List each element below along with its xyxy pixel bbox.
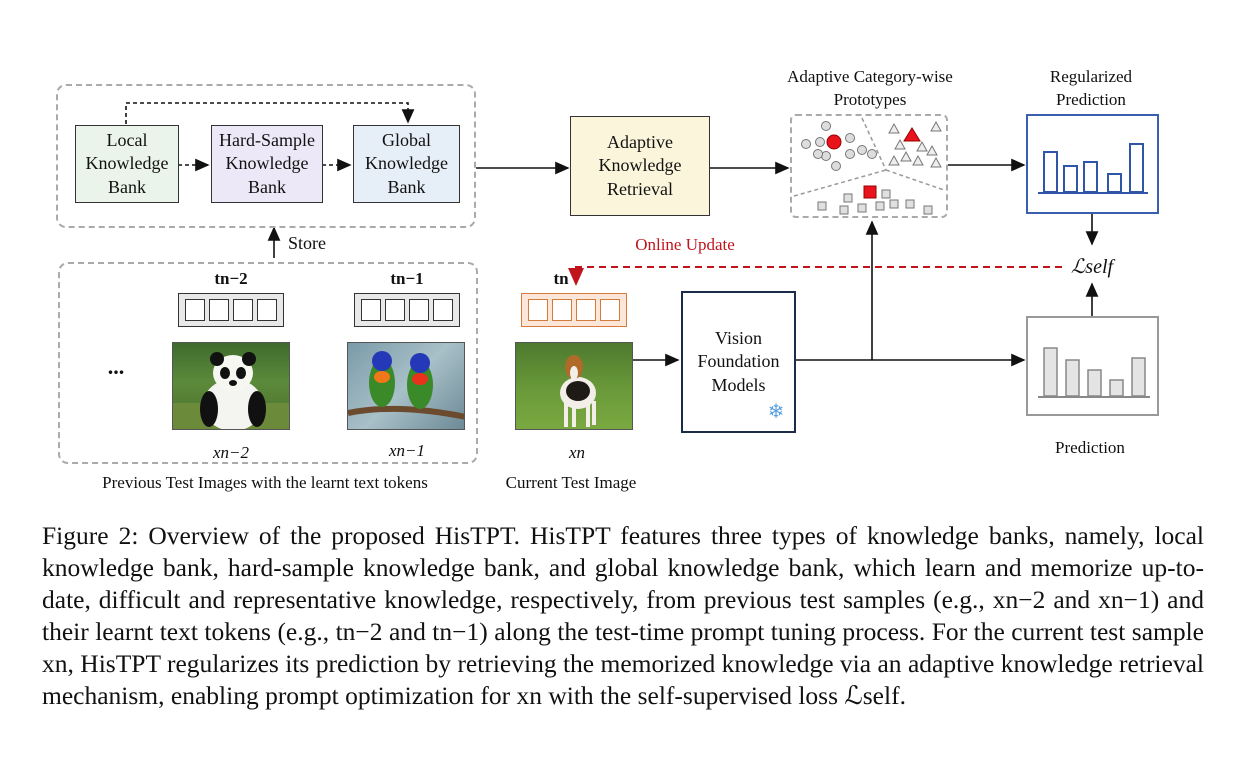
prediction-label: Prediction	[1055, 438, 1125, 457]
hard-sample-knowledge-bank-label: Hard-Sample Knowledge Bank	[219, 129, 315, 197]
knowledge-banks-region	[56, 84, 476, 228]
dog-image	[515, 342, 633, 430]
local-knowledge-bank: Local Knowledge Bank	[75, 125, 179, 203]
token-row-n-1	[354, 293, 460, 327]
global-knowledge-bank-label: Global Knowledge Bank	[365, 129, 448, 197]
prediction-chart	[1026, 316, 1159, 416]
prototypes-title: Adaptive Category-wise Prototypes	[787, 67, 953, 109]
token-row-n-2	[178, 293, 284, 327]
circle-prototype	[826, 134, 842, 150]
token-label-n-2: tn−2	[214, 269, 248, 288]
panda-image	[172, 342, 290, 430]
token-label-n: tn	[553, 269, 569, 288]
parrots-image	[347, 342, 465, 430]
regularized-title: Regularized Prediction	[1049, 67, 1133, 109]
vfm-label: Vision Foundation Models	[697, 327, 780, 395]
regularized-bars	[1038, 143, 1148, 194]
connector-layer	[125, 102, 1099, 367]
previous-images-region	[58, 262, 478, 464]
current-image-caption: Current Test Image	[505, 473, 637, 492]
snowflake-icon: ❄	[767, 399, 785, 423]
local-to-global-loop	[125, 102, 415, 124]
square-prototype	[863, 185, 877, 199]
store-label: Store	[288, 233, 326, 253]
online-update-line	[568, 266, 1062, 286]
image-label-n-2: xn−2	[212, 443, 250, 462]
triangle-prototype	[903, 127, 921, 142]
regularized-prediction-chart	[1026, 114, 1159, 214]
prediction-bars	[1038, 347, 1150, 398]
image-label-n: xn	[568, 443, 586, 462]
ellipsis: ...	[107, 354, 125, 379]
adaptive-knowledge-retrieval: Adaptive Knowledge Retrieval	[570, 116, 710, 216]
token-label-n-1: tn−1	[390, 269, 424, 288]
image-label-n-1: xn−1	[388, 441, 426, 460]
retrieval-label: Adaptive Knowledge Retrieval	[598, 131, 682, 199]
loss-label: ℒself	[1070, 256, 1114, 278]
figure-caption: Figure 2: Overview of the proposed HisTP…	[42, 521, 1204, 710]
global-knowledge-bank: Global Knowledge Bank	[353, 125, 460, 203]
local-knowledge-bank-label: Local Knowledge Bank	[85, 129, 169, 197]
previous-images-caption: Previous Test Images with the learnt tex…	[102, 473, 428, 492]
vision-foundation-models: Vision Foundation Models	[681, 291, 796, 433]
online-update-label: Online Update	[635, 235, 735, 254]
prototype-clusters	[793, 117, 945, 215]
token-row-n	[521, 293, 627, 327]
prototypes-panel	[790, 114, 948, 218]
hard-sample-knowledge-bank: Hard-Sample Knowledge Bank	[211, 125, 323, 203]
